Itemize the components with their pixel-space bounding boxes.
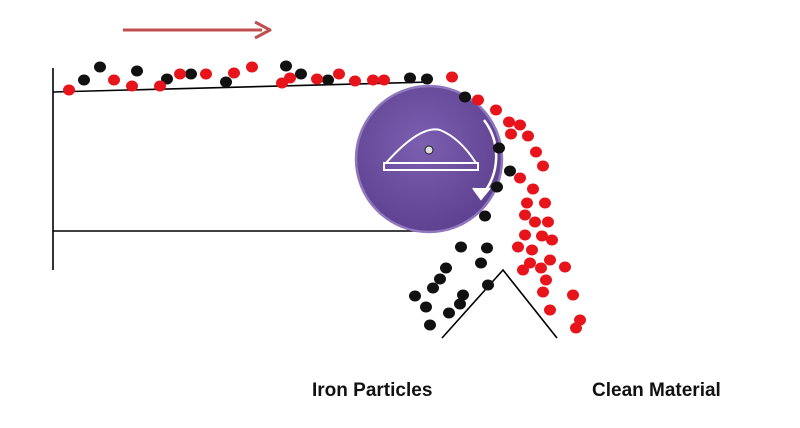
clean-particle	[546, 234, 558, 246]
iron-particle	[185, 68, 197, 80]
clean-particle	[514, 172, 526, 184]
clean-particle	[63, 84, 75, 96]
clean-particle	[524, 257, 536, 269]
iron-particle	[94, 61, 106, 73]
clean-particle	[174, 68, 186, 80]
iron-particle	[220, 76, 232, 88]
clean-particle	[519, 229, 531, 241]
magnet-icon	[383, 128, 479, 171]
clean-particle	[529, 216, 541, 228]
belt-top	[52, 81, 431, 93]
magnetic-drum	[354, 84, 504, 234]
clean-particle	[503, 116, 515, 128]
iron-particle	[434, 273, 446, 285]
iron-particle	[421, 73, 433, 85]
clean-particle	[472, 94, 484, 106]
clean-particle	[519, 209, 531, 221]
clean-particle	[521, 197, 533, 209]
iron-particle	[479, 210, 491, 222]
iron-particle	[504, 165, 516, 177]
iron-particle	[420, 301, 432, 313]
clean-particle	[505, 128, 517, 140]
clean-particle	[567, 289, 579, 301]
clean-particle	[200, 68, 212, 80]
iron-particle	[131, 65, 143, 77]
clean-particle	[537, 286, 549, 298]
clean-particle	[512, 241, 524, 253]
clean-particle	[570, 322, 582, 334]
clean-particle	[378, 74, 390, 86]
iron-particle	[404, 72, 416, 84]
clean-particle	[540, 274, 552, 286]
iron-particle	[481, 242, 493, 254]
clean-particle	[522, 130, 534, 142]
clean-particle	[490, 104, 502, 116]
iron-particle	[443, 307, 455, 319]
iron-particle	[78, 74, 90, 86]
clean-particle	[228, 67, 240, 79]
clean-particle	[311, 73, 323, 85]
clean-particle	[539, 197, 551, 209]
iron-particle	[457, 289, 469, 301]
iron-particle	[440, 262, 452, 274]
clean-material-label: Clean Material	[592, 380, 721, 401]
clean-particle	[542, 216, 554, 228]
iron-particle	[409, 290, 421, 302]
conveyor-frame	[52, 68, 431, 270]
iron-particle	[459, 91, 471, 103]
clean-particle	[126, 80, 138, 92]
iron-particle	[322, 74, 334, 86]
clean-particle	[154, 80, 166, 92]
clean-particle	[526, 244, 538, 256]
iron-particle	[280, 60, 292, 72]
clean-particle	[530, 146, 542, 158]
clean-particle	[349, 75, 361, 87]
clean-particle	[544, 254, 556, 266]
iron-particle	[424, 319, 436, 331]
clean-particle	[446, 71, 458, 83]
clean-particle	[527, 183, 539, 195]
clean-particle	[246, 61, 258, 73]
clean-particle	[284, 72, 296, 84]
iron-particle	[161, 73, 173, 85]
clean-particle	[536, 230, 548, 242]
iron-particle	[454, 298, 466, 310]
clean-particle	[108, 74, 120, 86]
particles	[63, 60, 586, 334]
iron-particle	[295, 68, 307, 80]
iron-particles-label: Iron Particles	[312, 380, 433, 401]
iron-particle	[455, 241, 467, 253]
iron-particle	[493, 142, 505, 154]
clean-particle	[333, 68, 345, 80]
clockwise-arrow-icon	[472, 119, 498, 201]
iron-particle	[491, 181, 503, 193]
clean-particle	[367, 74, 379, 86]
clean-particle	[517, 264, 529, 276]
iron-particle	[427, 282, 439, 294]
clean-particle	[559, 261, 571, 273]
clean-particle	[537, 160, 549, 172]
clean-particle	[514, 119, 526, 131]
clean-particle	[535, 262, 547, 274]
right-arrow-icon	[123, 20, 272, 40]
iron-particle	[482, 279, 494, 291]
iron-particle	[475, 257, 487, 269]
splitter	[441, 268, 558, 339]
clean-particle	[544, 304, 556, 316]
